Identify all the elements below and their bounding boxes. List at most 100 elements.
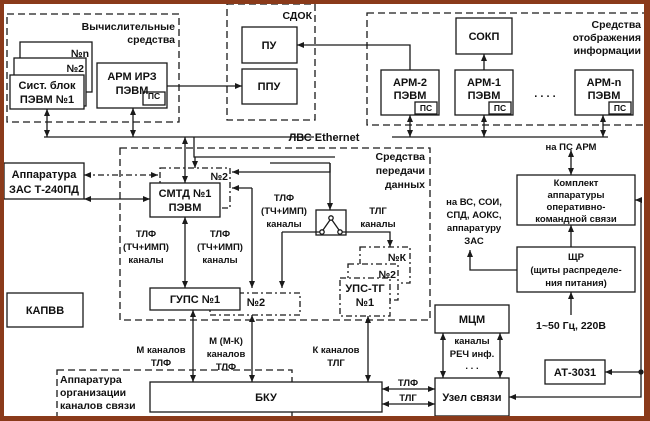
text-komplekt-1: Комплект: [554, 178, 599, 189]
text-armn-1: АРМ-n: [587, 77, 622, 89]
text-ups-1: УПС-ТГ: [345, 283, 385, 295]
ellipsis: . . . .: [534, 88, 555, 100]
label-sys-2: №2: [66, 63, 84, 75]
block-at: [544, 359, 606, 385]
text-armn-2: ПЭВМ: [588, 90, 621, 102]
text-smtd-1: СМТД №1: [159, 188, 212, 200]
text-arm2-2: ПЭВМ: [394, 90, 427, 102]
label-ups-k: №К: [388, 252, 407, 264]
text-sys-unit-2: ПЭВМ №1: [20, 94, 74, 106]
tlf-label-a: ТЛФ: [136, 229, 156, 240]
text-komplekt-4: командной связи: [535, 214, 617, 225]
tlf-label-c3: каналы: [266, 219, 301, 230]
text-komplekt-3: оперативно-: [547, 202, 606, 213]
mk-channels-label-3: ТЛФ: [216, 362, 236, 373]
text-at: АТ-3031: [554, 367, 596, 379]
text-arm-irz-2: ПЭВМ: [116, 85, 149, 97]
text-bku: БКУ: [255, 392, 277, 404]
label-transfer-1: Средства: [375, 151, 425, 163]
tlf-label-c: ТЛФ: [274, 193, 294, 204]
text-arm-irz-1: АРМ ИРЗ: [107, 71, 156, 83]
label-transfer-2: передачи: [376, 165, 425, 177]
text-zas-2: ЗАС Т-240ПД: [9, 184, 79, 196]
block-smtd: [149, 182, 221, 218]
na-vs-label: на ВС, СОИ,: [446, 197, 502, 208]
block-pu: [241, 26, 298, 64]
label-computing-2: средства: [127, 34, 175, 46]
tlf-link-label: ТЛФ: [398, 378, 418, 389]
k-channels-label: К каналов: [312, 345, 359, 356]
tlf-label-b3: каналы: [202, 255, 237, 266]
text-gups-2: №2: [247, 297, 265, 309]
tlg-label: ТЛГ: [369, 206, 387, 217]
tlf-label-b: ТЛФ: [210, 229, 230, 240]
mk-channels-label-2: каналов: [207, 349, 246, 360]
group-sdok: [226, 4, 316, 121]
rech-label: каналы: [454, 336, 489, 347]
text-smtd-2: ПЭВМ: [169, 202, 202, 214]
text-ppu: ППУ: [258, 81, 281, 93]
text-pu: ПУ: [262, 40, 277, 52]
na-vs-label-2: СПД, АОКС,: [446, 210, 501, 221]
diagram-canvas: Вычислительные средства СДОК Средства от…: [4, 4, 644, 416]
tlg-label-2: каналы: [360, 219, 395, 230]
block-komplekt: [516, 174, 636, 226]
text-shr-1: ЩР: [568, 252, 585, 263]
m-channels-label-2: ТЛФ: [151, 358, 171, 369]
label-channels-1: Аппаратура: [60, 374, 122, 386]
tlf-label-c2: (ТЧ+ИМП): [261, 206, 307, 217]
text-arm1-2: ПЭВМ: [468, 90, 501, 102]
diagram-frame: Вычислительные средства СДОК Средства от…: [4, 4, 644, 416]
label-transfer-3: данных: [385, 179, 425, 191]
mk-channels-label: М (М-К): [209, 336, 243, 347]
label-display-2: отображения: [573, 32, 641, 44]
ps-badge: ПС: [420, 103, 432, 113]
label-channels-3: каналов связи: [60, 400, 136, 412]
text-sys-unit-1: Сист. блок: [19, 80, 76, 92]
tlf-label-b2: (ТЧ+ИМП): [197, 242, 243, 253]
rech-label-2: РЕЧ инф.: [450, 349, 495, 360]
text-shr-2: (щиты распределе-: [530, 265, 621, 276]
text-ups-2: №1: [356, 297, 374, 309]
group-display: [366, 12, 644, 126]
na-vs-label-3: аппаратуру: [447, 223, 502, 234]
lan-label: ЛВС Ethernet: [289, 132, 360, 144]
block-uzel: [434, 377, 510, 416]
na-vs-label-4: ЗАС: [464, 236, 484, 247]
block-ups: [339, 277, 391, 317]
label-computing: Вычислительные: [82, 21, 175, 33]
label-sys-n: №n: [71, 48, 89, 60]
na-ps-label: на ПС АРМ: [546, 142, 597, 153]
block-zas: [4, 162, 85, 200]
tlg-link-label: ТЛГ: [399, 393, 417, 404]
rech-label-3: . . .: [465, 361, 478, 372]
tlf-label-a3: каналы: [128, 255, 163, 266]
power-label: 1~50 Гц, 220В: [536, 320, 606, 332]
text-shr-3: ния питания): [545, 278, 607, 289]
text-arm1-1: АРМ-1: [467, 77, 501, 89]
text-sokp: СОКП: [469, 31, 500, 43]
ps-badge: ПС: [494, 103, 506, 113]
text-zas-1: Аппаратура: [12, 169, 78, 181]
label-display-1: Средства: [591, 19, 641, 31]
text-mcm: МЦМ: [459, 314, 485, 326]
m-channels-label: М каналов: [136, 345, 185, 356]
text-uzel: Узел связи: [442, 392, 501, 404]
block-mcm: [434, 304, 510, 334]
group-transfer: [119, 147, 431, 321]
text-gups: ГУПС №1: [170, 294, 220, 306]
block-kapvv: [6, 292, 84, 328]
group-computing: [6, 13, 180, 123]
label-display-3: информации: [574, 45, 641, 57]
ps-badge: ПС: [614, 103, 626, 113]
label-smtd-2: №2: [210, 171, 228, 183]
text-arm2-1: АРМ-2: [393, 77, 427, 89]
label-ups-2: №2: [378, 269, 396, 281]
block-sokp: [455, 17, 513, 55]
block-shr: [516, 246, 636, 293]
k-channels-label-2: ТЛГ: [327, 358, 345, 369]
block-bku: [149, 381, 383, 413]
ps-badge: ПС: [148, 91, 160, 101]
label-channels-2: организации: [60, 387, 126, 399]
tlf-label-a2: (ТЧ+ИМП): [123, 242, 169, 253]
